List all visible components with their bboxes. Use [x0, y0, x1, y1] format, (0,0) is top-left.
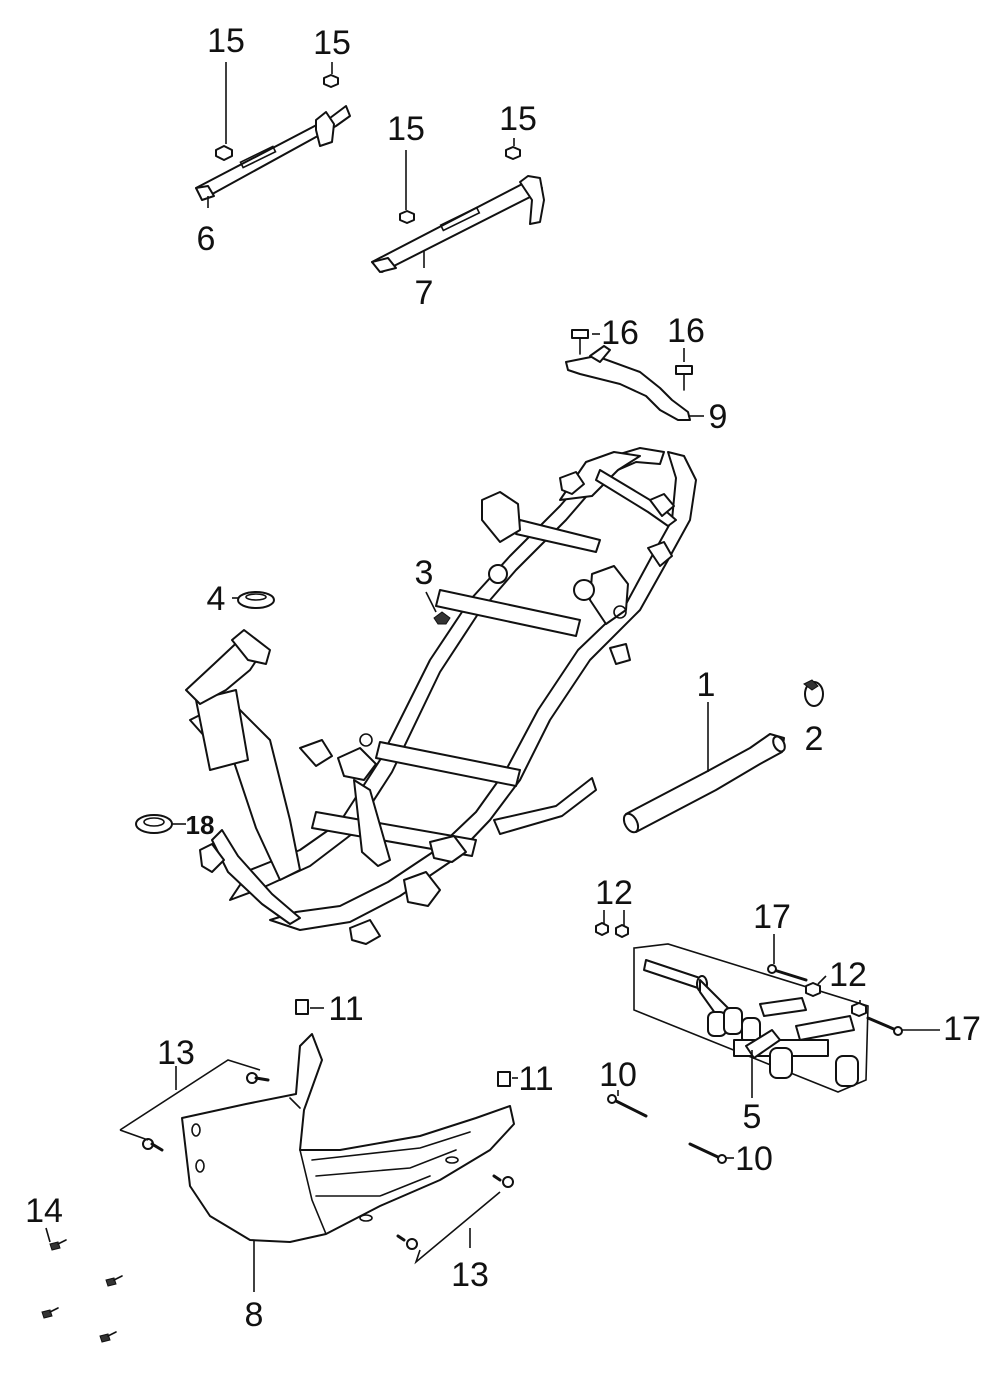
- part-2-clamp: [803, 679, 824, 707]
- nut-15-d: [505, 146, 521, 160]
- screw-13-c: [492, 1174, 514, 1188]
- callout-16-b: 16: [667, 312, 705, 350]
- nut-12-b: [615, 924, 629, 938]
- callout-17-a: 17: [753, 898, 791, 936]
- callout-11-a: 11: [328, 990, 363, 1028]
- part-6-bracket: [195, 105, 351, 201]
- callout-18: 18: [186, 810, 215, 840]
- bolt-16-a: [571, 329, 589, 355]
- part-8-floor-panel: [181, 1033, 515, 1243]
- callout-15-c: 15: [387, 110, 425, 148]
- callout-6: 6: [197, 220, 216, 258]
- callout-12-b: 12: [829, 956, 867, 994]
- bolt-16-b: [675, 365, 693, 391]
- part-1-tube: [622, 733, 786, 834]
- clip-3: [433, 611, 451, 625]
- callout-4: 4: [207, 580, 226, 618]
- callout-2: 2: [805, 720, 824, 758]
- part-18-grommet: [135, 814, 173, 834]
- nut-12-c: [805, 982, 821, 997]
- nut-15-b: [323, 74, 339, 88]
- part-7-bracket: [371, 175, 545, 273]
- callout-15-a: 15: [207, 22, 245, 60]
- callout-16-a: 16: [601, 314, 639, 352]
- clip-11-a: [295, 999, 309, 1015]
- nut-12-a: [595, 922, 609, 936]
- bolt-10-a: [607, 1094, 648, 1118]
- callout-11-b: 11: [518, 1060, 553, 1098]
- nut-12-d: [851, 1002, 867, 1017]
- screw-14-a: [49, 1239, 67, 1251]
- clip-11-b: [497, 1071, 511, 1087]
- part-3-frame: [185, 447, 697, 945]
- screw-14-d: [99, 1331, 117, 1343]
- callout-15-d: 15: [499, 100, 537, 138]
- callout-10-b: 10: [735, 1140, 773, 1178]
- part-5-engine-hanger: [633, 943, 869, 1093]
- callout-7: 7: [415, 274, 434, 312]
- screw-13-a: [246, 1072, 270, 1084]
- nut-15-a: [215, 145, 233, 161]
- screw-14-b: [105, 1275, 123, 1287]
- nut-15-c: [399, 210, 415, 224]
- callout-8: 8: [245, 1296, 264, 1334]
- screw-13-d: [396, 1234, 418, 1250]
- callout-17-b: 17: [943, 1010, 981, 1048]
- callout-10-a: 10: [599, 1056, 637, 1094]
- bolt-10-b: [688, 1142, 727, 1164]
- part-4-grommet: [237, 591, 275, 609]
- callout-3: 3: [415, 554, 434, 592]
- bolt-17-a: [767, 964, 808, 982]
- callout-12-a: 12: [595, 874, 633, 912]
- callout-1: 1: [697, 666, 716, 704]
- part-9-bracket: [565, 345, 691, 421]
- callout-9: 9: [709, 398, 728, 436]
- callout-13-b: 13: [451, 1256, 489, 1294]
- callout-14: 14: [25, 1192, 63, 1230]
- callout-5: 5: [743, 1098, 762, 1136]
- bolt-17-b: [866, 1016, 903, 1036]
- callout-13-a: 13: [157, 1034, 195, 1072]
- screw-13-b: [142, 1138, 164, 1152]
- screw-14-c: [41, 1307, 59, 1319]
- callout-15-b: 15: [313, 24, 351, 62]
